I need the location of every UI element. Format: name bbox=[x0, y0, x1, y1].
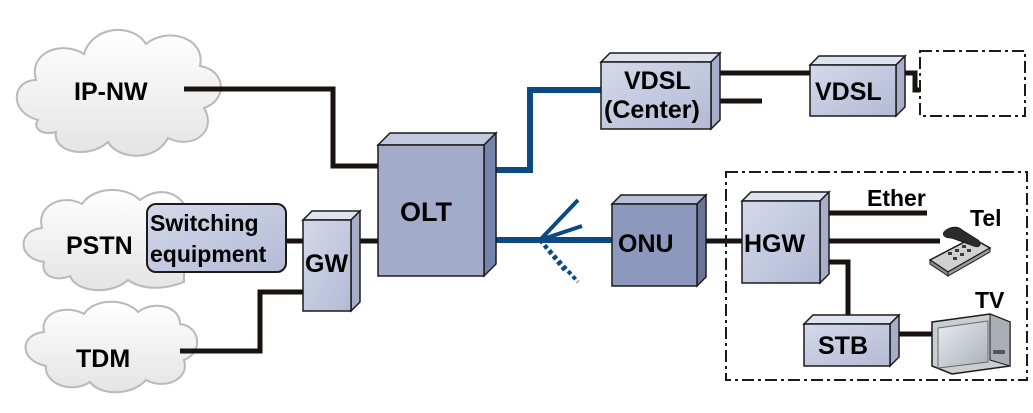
switching-equipment-box: Switching equipment bbox=[146, 203, 287, 273]
tel-label: Tel bbox=[970, 205, 1002, 231]
cloud-label-ip-nw: IP-NW bbox=[74, 78, 148, 106]
cloud-ip-nw: IP-NW bbox=[15, 28, 222, 157]
vdsl-box: VDSL bbox=[808, 54, 907, 118]
cloud-label-pstn: PSTN bbox=[66, 232, 133, 260]
olt-box: OLT bbox=[376, 131, 498, 278]
switching-label-line2: equipment bbox=[150, 241, 267, 267]
link-vdsl-terminal bbox=[905, 70, 920, 93]
vdsl-center-label-line2: (Center) bbox=[604, 96, 700, 124]
links bbox=[180, 70, 940, 354]
ether-label: Ether bbox=[867, 185, 926, 211]
tv-icon bbox=[931, 313, 1011, 375]
home-premises-frame bbox=[725, 171, 1028, 381]
link-tdm-gw bbox=[180, 289, 303, 354]
onu-box: ONU bbox=[610, 193, 708, 288]
switching-label-line1: Switching bbox=[150, 210, 259, 236]
telephone-icon bbox=[928, 226, 992, 277]
link-hgw-stb bbox=[829, 259, 851, 315]
vdsl-premises-frame bbox=[919, 50, 1026, 117]
vdsl-label: VDSL bbox=[815, 78, 882, 106]
gw-box: GW bbox=[301, 209, 362, 313]
gw-label: GW bbox=[305, 250, 348, 278]
cloud-tdm: TDM bbox=[24, 300, 199, 394]
fiber-olt-vdsl-center bbox=[493, 87, 601, 173]
vdsl-center-box: VDSL (Center) bbox=[599, 51, 722, 131]
stb-label: STB bbox=[818, 332, 868, 360]
tv-label: TV bbox=[975, 287, 1005, 313]
onu-label: ONU bbox=[618, 230, 674, 258]
vdsl-center-label-line1: VDSL bbox=[624, 67, 691, 95]
stb-box: STB bbox=[802, 313, 901, 368]
hgw-label: HGW bbox=[744, 230, 806, 258]
cloud-label-tdm: TDM bbox=[76, 345, 130, 373]
link-ipnw-olt bbox=[184, 86, 382, 169]
olt-label: OLT bbox=[400, 197, 452, 227]
cloud-pstn: PSTN bbox=[22, 188, 185, 292]
optical-splitter-icon bbox=[538, 198, 583, 284]
hgw-box: HGW bbox=[740, 190, 831, 285]
